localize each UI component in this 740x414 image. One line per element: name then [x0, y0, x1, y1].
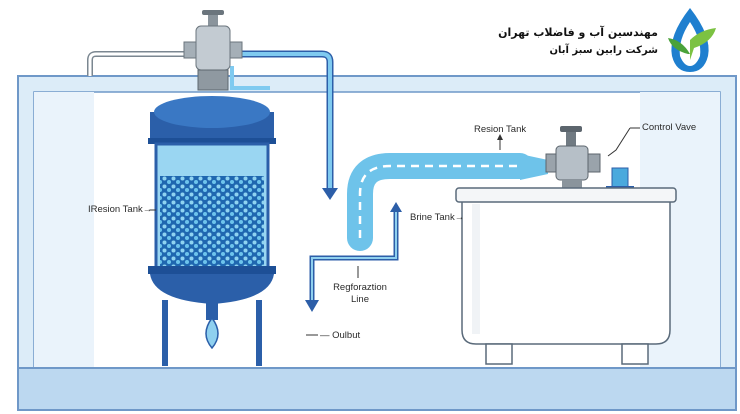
- brine-tank: [455, 187, 677, 365]
- output-arrow-icon: [305, 300, 319, 312]
- label-regeneration-line-2: Line: [351, 294, 369, 305]
- label-resin-tank-left: IResion Tank→: [88, 204, 153, 215]
- label-regeneration-line-1: Regforaztion: [333, 282, 387, 293]
- label-brine-tank: Brine Tank→: [410, 212, 465, 223]
- inlet-pipe: [87, 50, 338, 200]
- water-drop-icon: [205, 316, 219, 350]
- resin-tank: [148, 96, 276, 366]
- label-control-valve: Control Vave: [642, 122, 697, 133]
- company-name: مهندسین آب و فاضلاب تهران: [498, 26, 658, 39]
- resin-beads: [160, 176, 264, 268]
- regeneration-line: [305, 202, 402, 312]
- label-output: — Oulbut: [320, 330, 361, 341]
- company-subtitle: شرکت رابین سبز آبان: [549, 45, 658, 56]
- brine-pipe: [347, 153, 548, 251]
- company-logo-icon: [668, 8, 716, 72]
- label-resin-tank-top: Resion Tank: [474, 124, 527, 135]
- top-valve: [183, 10, 243, 91]
- label-regeneration-line: Regforaztion Line: [330, 282, 390, 306]
- annotation-leaders: [150, 127, 640, 336]
